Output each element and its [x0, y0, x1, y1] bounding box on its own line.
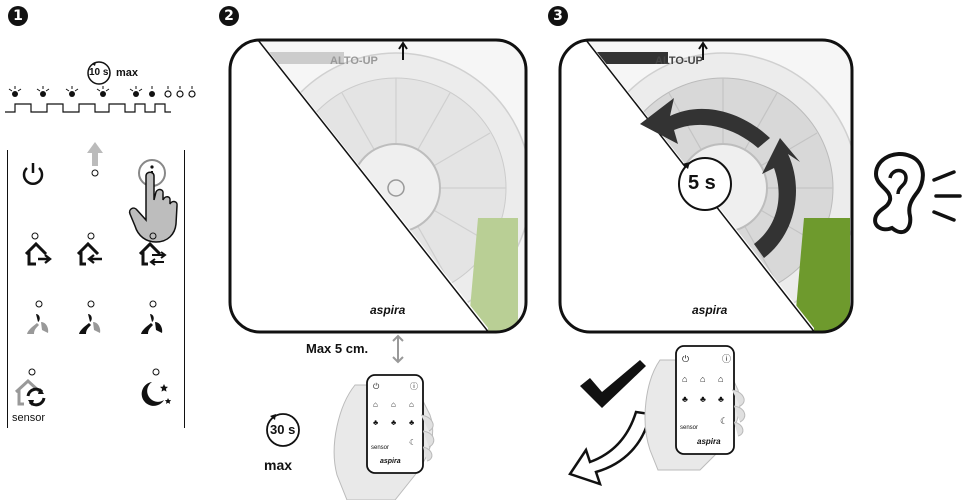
step-3-number: 3 — [548, 6, 568, 26]
aspira-brand-2: aspira — [370, 303, 406, 317]
hand-holding-remote-2: ⏻ ⓘ ⌂ ⌂ ⌂ ♣ ♣ ♣ ☾ — [333, 374, 435, 500]
svg-text:ⓘ: ⓘ — [410, 382, 418, 391]
fan-speed-mid-icon[interactable] — [76, 300, 106, 340]
alto-up-label-3: ALTO-UP — [655, 55, 703, 67]
timer-30s-icon — [266, 413, 300, 447]
svg-text:⌂: ⌂ — [700, 374, 705, 384]
svg-text:⌂: ⌂ — [718, 374, 723, 384]
remote-brand-3: aspira — [697, 437, 721, 446]
alto-up-label-2: ALTO-UP — [330, 55, 378, 67]
house-alternating-icon[interactable] — [136, 232, 170, 268]
svg-text:☾: ☾ — [409, 438, 416, 447]
svg-text:☾: ☾ — [720, 416, 728, 426]
svg-text:⏻: ⏻ — [682, 354, 689, 364]
panel-left-border — [7, 150, 8, 428]
svg-text:⌂: ⌂ — [373, 400, 378, 409]
step-2-number: 2 — [219, 6, 239, 26]
step-1-number: 1 — [8, 6, 28, 26]
timer-10s-icon — [87, 61, 111, 85]
up-arrow-icon — [87, 142, 103, 177]
fan-speed-low-icon[interactable] — [24, 300, 54, 340]
pointing-hand-icon — [128, 171, 178, 243]
sensor-cycle-icon[interactable] — [14, 368, 50, 410]
remote-brand-2: aspira — [380, 458, 401, 465]
remote-sensor-3: sensor — [680, 425, 699, 431]
fan-speed-high-icon[interactable] — [138, 300, 168, 340]
power-icon[interactable] — [20, 160, 46, 186]
svg-text:♣: ♣ — [718, 394, 724, 404]
svg-text:♣: ♣ — [682, 394, 688, 404]
ear-listen-icon — [873, 152, 962, 235]
timer-30s-value: 30 s — [270, 422, 296, 437]
svg-text:⌂: ⌂ — [409, 400, 414, 409]
timer-30s-max: max — [264, 457, 293, 473]
house-intake-icon[interactable] — [74, 232, 108, 268]
aspira-brand-3: aspira — [692, 303, 728, 317]
svg-text:♣: ♣ — [409, 418, 415, 427]
remote-sensor-2: sensor — [371, 445, 390, 451]
house-exhaust-icon[interactable] — [22, 232, 56, 268]
distance-label: Max 5 cm. — [306, 341, 369, 356]
timer-10s-value: 10 s — [89, 67, 109, 78]
hand-holding-remote-3: ⏻ ⓘ ⌂ ⌂ ⌂ ♣ ♣ ♣ ☾ — [644, 345, 746, 471]
checkmark-icon — [580, 360, 646, 408]
svg-text:♣: ♣ — [391, 418, 397, 427]
svg-text:⌂: ⌂ — [682, 374, 687, 384]
distance-arrow-icon — [392, 334, 404, 364]
sensor-label: sensor — [12, 412, 46, 424]
svg-text:⏻: ⏻ — [373, 382, 380, 391]
night-mode-icon[interactable] — [134, 368, 174, 412]
timer-10s-max: max — [116, 67, 139, 79]
unit-panel-step2 — [228, 38, 528, 334]
svg-text:♣: ♣ — [700, 394, 706, 404]
svg-text:ⓘ: ⓘ — [722, 354, 731, 364]
lower-arrow-icon — [568, 410, 652, 486]
svg-text:♣: ♣ — [373, 418, 379, 427]
svg-text:⌂: ⌂ — [391, 400, 396, 409]
timer-5s-value: 5 s — [688, 172, 716, 194]
unit-panel-step3 — [558, 38, 854, 334]
led-blink-sequence — [5, 61, 196, 113]
panel-right-border — [184, 150, 185, 428]
